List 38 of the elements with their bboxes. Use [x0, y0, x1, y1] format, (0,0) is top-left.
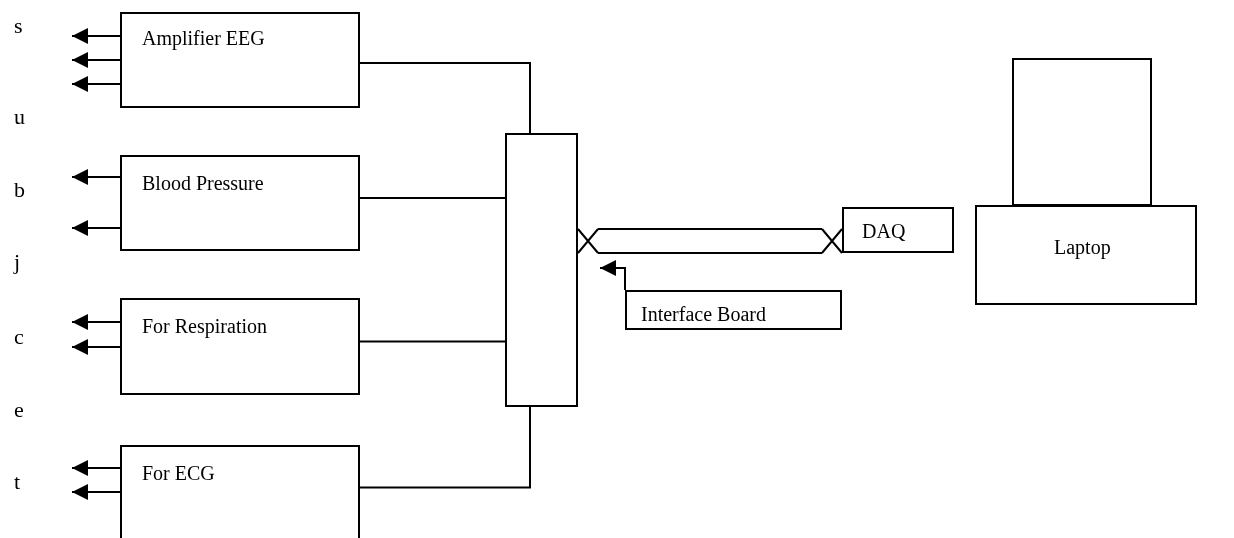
- signal-letter: b: [14, 178, 25, 202]
- output-arrow: [71, 28, 121, 44]
- connector-line: [359, 406, 531, 489]
- pointer-arrow: [599, 260, 626, 291]
- process-box: [120, 445, 360, 538]
- process-box: [625, 290, 842, 330]
- laptop-base: [975, 205, 1197, 305]
- cable-drawing: [577, 228, 843, 254]
- laptop-screen: [1012, 58, 1152, 206]
- output-arrow: [71, 339, 121, 355]
- output-arrow: [71, 484, 121, 500]
- signal-letter: c: [14, 325, 24, 349]
- output-arrow: [71, 52, 121, 68]
- process-box: [120, 298, 360, 395]
- process-box: [120, 155, 360, 251]
- signal-letter: t: [14, 470, 21, 494]
- process-box: [842, 207, 954, 253]
- output-arrow: [71, 76, 121, 92]
- box-label: Amplifier EEG: [142, 26, 265, 50]
- box-label: DAQ: [862, 219, 906, 243]
- output-arrow: [71, 460, 121, 476]
- signal-letter: s: [14, 14, 23, 38]
- box-label: Blood Pressure: [142, 171, 264, 195]
- signal-letter: j: [14, 250, 21, 274]
- box-label: For Respiration: [142, 314, 267, 338]
- connector-line: [359, 197, 506, 199]
- signal-letter: e: [14, 398, 24, 422]
- connector-block: [505, 133, 578, 407]
- output-arrow: [71, 169, 121, 185]
- process-box: [120, 12, 360, 108]
- output-arrow: [71, 220, 121, 236]
- box-label: Interface Board: [641, 302, 766, 326]
- connector-line: [359, 340, 506, 343]
- connector-line: [359, 62, 531, 134]
- box-label: Laptop: [1054, 235, 1111, 259]
- box-label: For ECG: [142, 461, 215, 485]
- signal-letter: u: [14, 105, 25, 129]
- output-arrow: [71, 314, 121, 330]
